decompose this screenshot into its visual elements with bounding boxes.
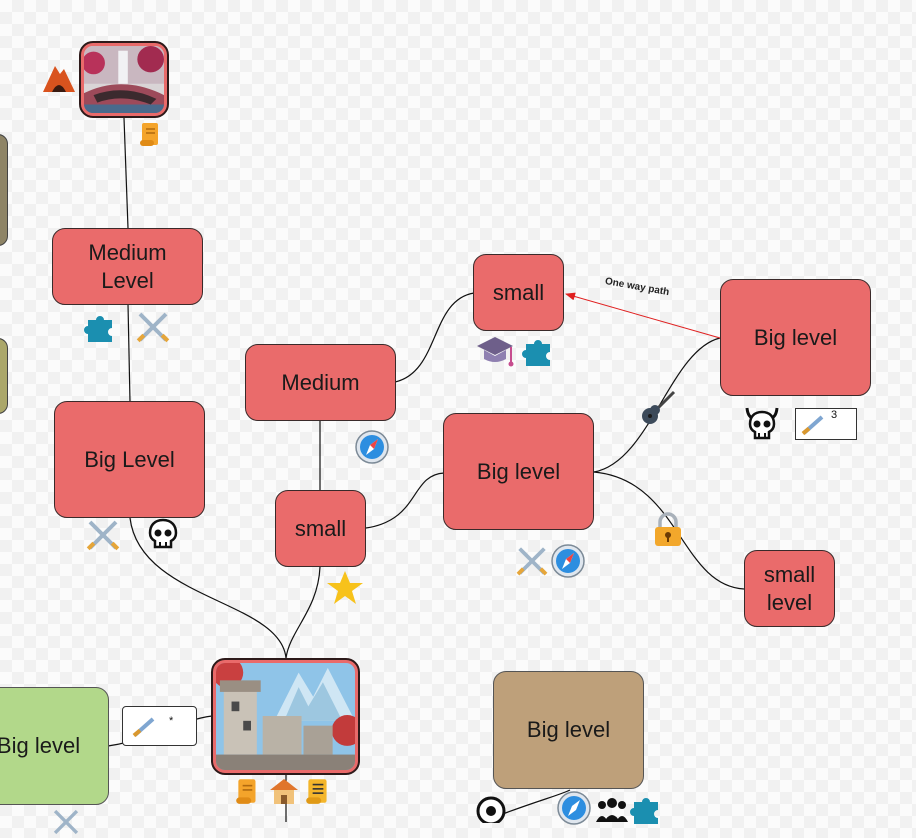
node-medium-level[interactable]: Medium Level	[52, 228, 203, 305]
house-icon	[268, 776, 300, 806]
graduation-cap-icon	[475, 332, 515, 370]
puzzle-icon	[522, 334, 556, 368]
edge-small-bottom-image	[285, 566, 321, 659]
crossed-swords-icon	[514, 543, 550, 579]
node-big-level-tan[interactable]: Big level	[493, 671, 644, 789]
node-small-top[interactable]: small	[473, 254, 564, 331]
guitar-icon	[638, 388, 678, 428]
compass-icon	[556, 790, 592, 826]
lock-icon	[652, 512, 684, 548]
edge-top-image-medium-level	[123, 117, 129, 229]
sword-count-badge: 3	[795, 408, 857, 440]
node-medium[interactable]: Medium	[245, 344, 396, 421]
star-icon	[325, 569, 365, 607]
node-big-level-right[interactable]: Big level	[720, 279, 871, 396]
one-way-edge	[565, 292, 721, 339]
sword-icon	[131, 715, 157, 739]
sword-icon	[800, 413, 826, 437]
offscreen-node-mid[interactable]	[0, 338, 8, 414]
eye-icon	[474, 795, 508, 823]
top-image-node[interactable]	[79, 41, 169, 118]
edge-medium-small-top	[394, 292, 475, 383]
sword-count: 3	[831, 409, 838, 421]
scroll-icon	[304, 776, 332, 806]
puzzle-icon	[630, 792, 664, 826]
edge-tan-bottom	[499, 789, 571, 816]
edge-small-big-level	[365, 472, 445, 529]
node-small-center[interactable]: small	[275, 490, 366, 567]
node-small-level[interactable]: small level	[744, 550, 835, 627]
bottom-image-node[interactable]	[211, 658, 360, 775]
node-big-level-left[interactable]: Big Level	[54, 401, 205, 518]
horned-skull-icon	[744, 404, 780, 442]
edge-big-level-bottom-image	[129, 517, 287, 659]
offscreen-node-upper[interactable]	[0, 134, 8, 246]
sword-count-badge-bottom: *	[122, 706, 197, 746]
mountain-cave-icon	[42, 60, 76, 94]
node-big-level-center[interactable]: Big level	[443, 413, 594, 530]
compass-icon	[550, 543, 586, 579]
crossed-swords-icon	[84, 516, 122, 554]
sword-count: *	[169, 715, 174, 727]
compass-icon	[354, 429, 390, 465]
skull-icon	[148, 518, 178, 550]
edge-medium-level-big-level	[127, 303, 131, 403]
node-big-level-green[interactable]: Big level	[0, 687, 109, 805]
puzzle-icon	[84, 310, 118, 344]
crossed-swords-icon	[50, 806, 82, 838]
people-icon	[594, 796, 630, 824]
scroll-icon	[138, 120, 164, 148]
scroll-icon	[234, 776, 262, 806]
crossed-swords-icon	[134, 308, 172, 346]
